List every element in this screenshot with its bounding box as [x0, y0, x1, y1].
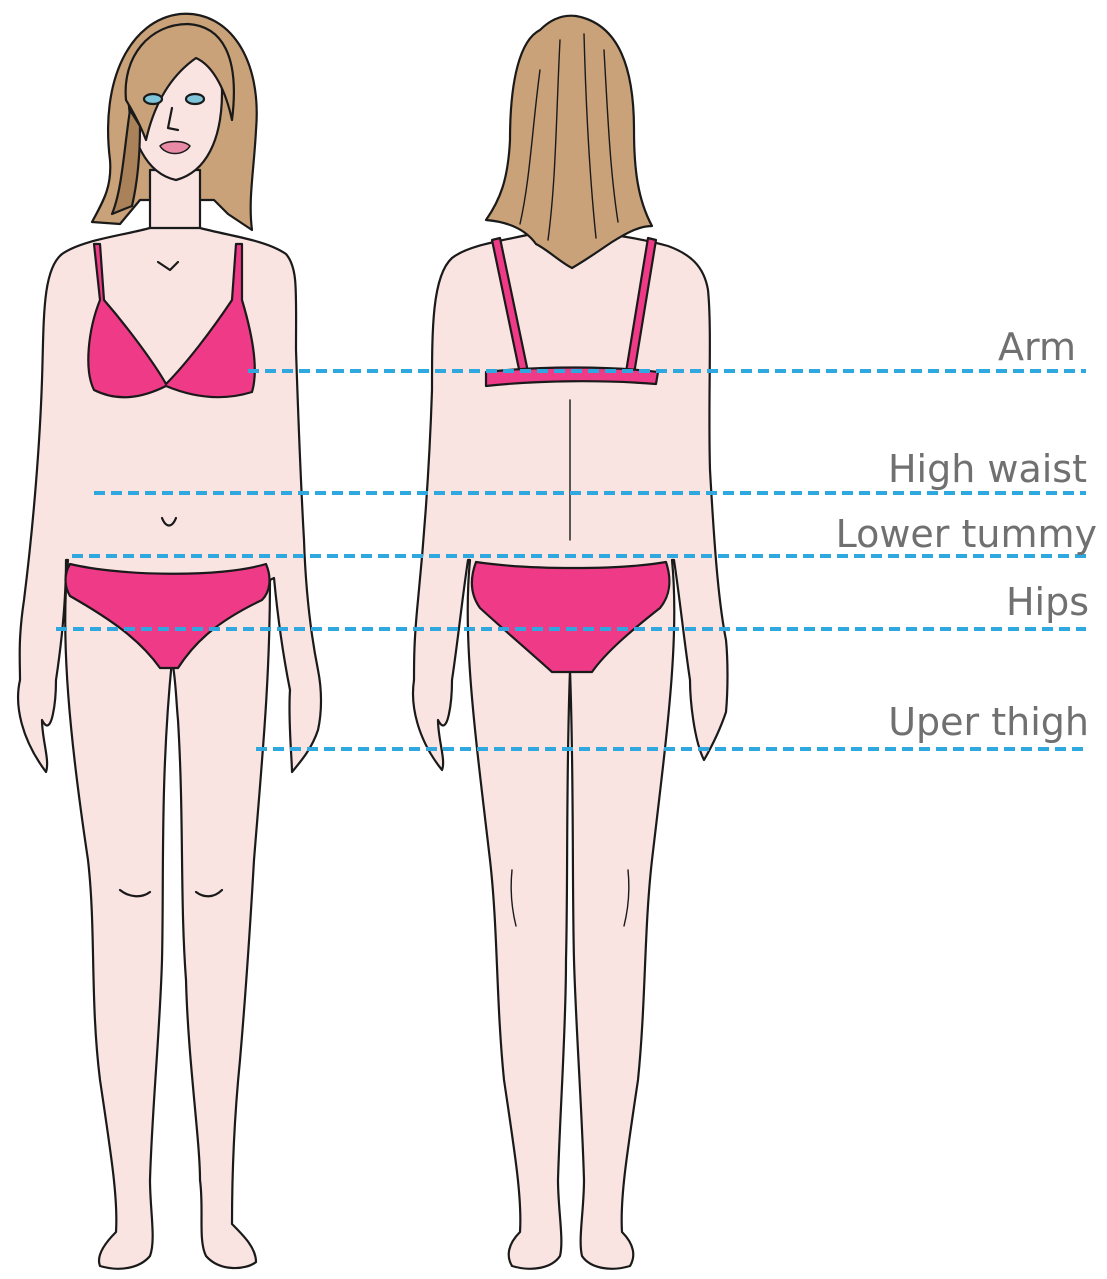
- upper-thigh-label: Uper thigh: [888, 700, 1089, 744]
- hips-label: Hips: [1006, 580, 1089, 624]
- lower-tummy-label: Lower tummy: [836, 512, 1097, 556]
- front-view-figure: [18, 14, 321, 1269]
- back-view-figure: [413, 16, 727, 1269]
- front-left-eye: [144, 94, 162, 104]
- arm-label: Arm: [998, 325, 1076, 369]
- front-right-eye: [186, 94, 204, 104]
- high-waist-label: High waist: [888, 447, 1087, 491]
- back-hair: [486, 16, 652, 268]
